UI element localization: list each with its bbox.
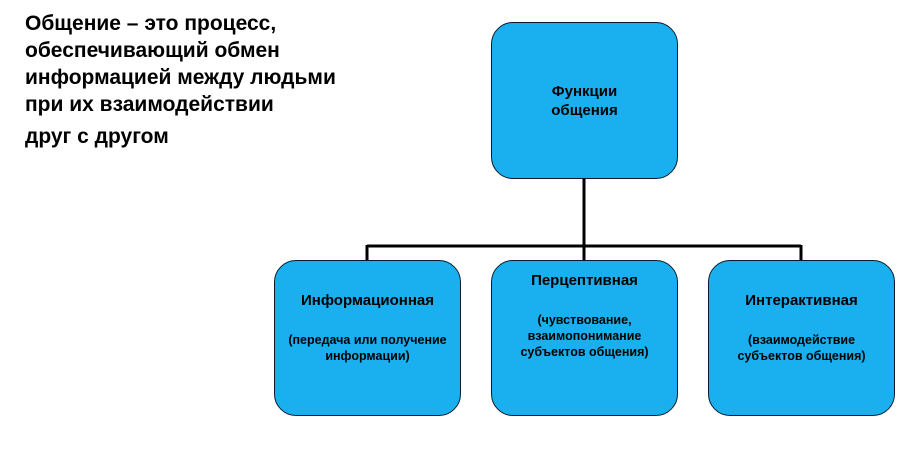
node-title: Интерактивная — [745, 292, 858, 309]
definition-line: друг с другом — [25, 125, 169, 148]
node-informational: Информационная (передача или получение и… — [274, 260, 461, 416]
node-description: (взаимодействие субъектов общения) — [737, 333, 866, 363]
definition-line: информацией между людьми — [25, 66, 336, 89]
node-title: Перцептивная — [531, 272, 638, 289]
definition-text: Общение – это процесс, обеспечивающий об… — [25, 10, 465, 150]
definition-line: при их взаимодействии — [25, 93, 274, 116]
node-interactive: Интерактивная (взаимодействие субъектов … — [708, 260, 895, 416]
definition-line: обеспечивающий обмен — [25, 39, 280, 62]
definition-line: Общение – это процесс, — [25, 12, 277, 35]
root-node-title: Функции общения — [551, 82, 618, 119]
node-description: (чувствование, взаимопонимание субъектов… — [520, 313, 649, 359]
root-node-functions: Функции общения — [491, 22, 678, 179]
node-perceptive: Перцептивная (чувствование, взаимопонима… — [491, 260, 678, 416]
node-title: Информационная — [301, 292, 434, 309]
node-description: (передача или получение информации) — [288, 333, 447, 363]
